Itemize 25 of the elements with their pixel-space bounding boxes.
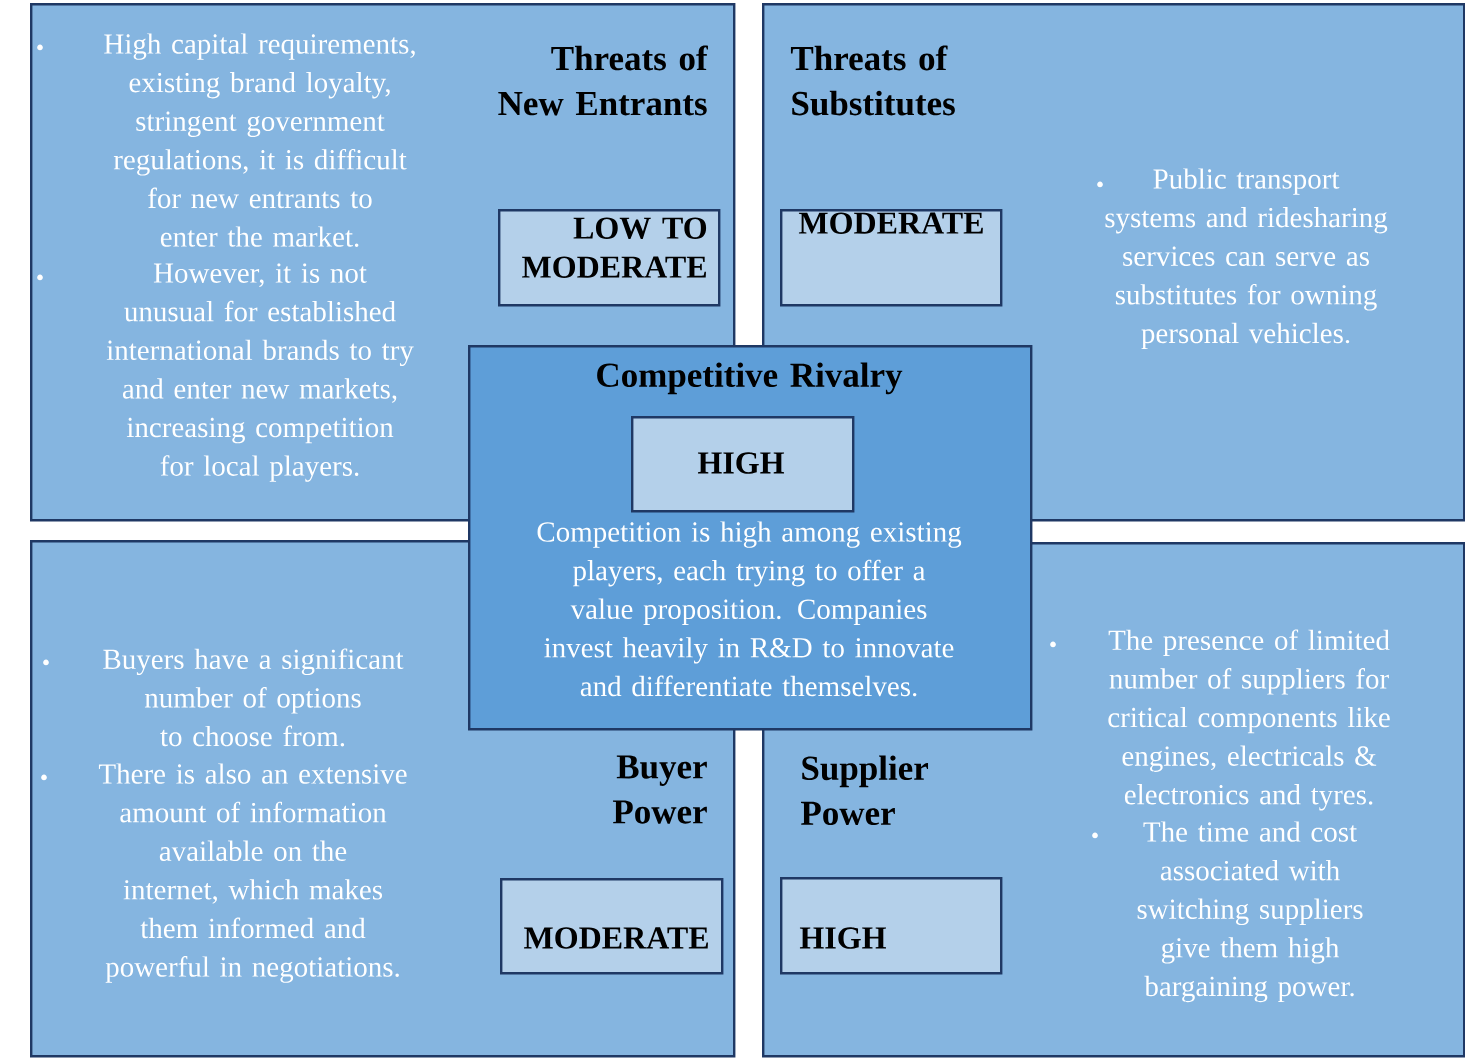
bullet-text: However, it is not unusual for established international brands to try and enter new markets, increasing competition for local players. (106, 263, 414, 482)
rating-box: HIGH (631, 416, 855, 513)
bullet-text: The presence of limited number of suppliers for critical components like engines, electricals & electronics and tyres. (1108, 629, 1390, 811)
bullet: • (37, 44, 43, 51)
bullet: • (1050, 641, 1056, 648)
bullet: • (37, 274, 43, 281)
rating-box: LOW TO MODERATE (498, 209, 721, 307)
heading: Supplier Power (801, 755, 929, 826)
rating-box: MODERATE (500, 878, 724, 975)
bullet: • (43, 659, 49, 666)
bullet-text: High capital requirements, existing brand loyalty, stringent government regulations, it is difficult for new entrants to enter the market. (104, 33, 415, 247)
bullet: • (41, 774, 47, 781)
bullet-text: Competition is high among existing players, each trying to offer a value proposition. Companies invest heavily in R&D to innovate and differentiate themselves. (537, 521, 962, 697)
bullet-text: The time and cost associated with switching suppliers give them high bargaining power. (1137, 821, 1363, 1003)
bullet-text: There is also an extensive amount of information available on the internet, which makes them informed and powerful in negotiations. (98, 763, 407, 983)
heading: Buyer Power (613, 755, 707, 824)
rating-box: MODERATE (780, 209, 1003, 307)
bullet: • (1097, 181, 1103, 188)
heading: Threats of New Entrants (498, 45, 708, 116)
bullet-text: Buyers have a significant number of options to choose from. (103, 648, 404, 747)
rating-box: HIGH (780, 877, 1003, 975)
heading: Competitive Rivalry (597, 362, 903, 395)
heading: Threats of Substitutes (790, 45, 955, 116)
bullet-text: Public transport systems and ridesharing services can serve as substitutes for owning personal vehicles. (1105, 168, 1388, 350)
bullet: • (1092, 832, 1098, 839)
